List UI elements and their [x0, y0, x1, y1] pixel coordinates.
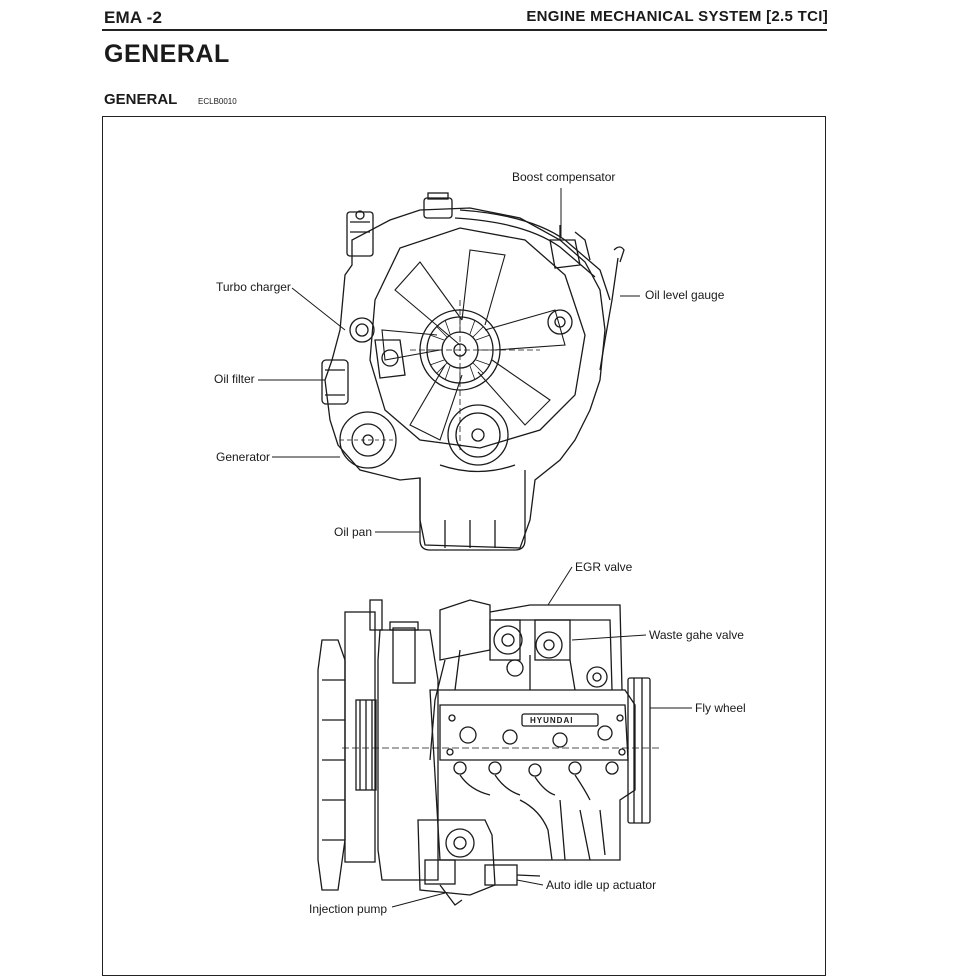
page-title: GENERAL	[104, 40, 230, 68]
section-title: GENERAL	[104, 91, 178, 108]
chapter-title: ENGINE MECHANICAL SYSTEM [2.5 TCI]	[526, 8, 828, 25]
label-injection-pump: Injection pump	[309, 902, 388, 916]
hyundai-logo-plate: HYUNDAI	[530, 716, 574, 725]
header-rule	[102, 29, 827, 31]
side-leader-lines	[391, 566, 692, 908]
engine-front-view	[321, 192, 625, 551]
label-auto-idle-up-actuator: Auto idle up actuator	[546, 878, 657, 892]
label-oil-level-gauge: Oil level gauge	[645, 288, 725, 302]
label-oil-pan: Oil pan	[334, 525, 373, 539]
front-leader-lines	[258, 188, 640, 533]
label-oil-filter: Oil filter	[214, 372, 255, 386]
label-waste-gate-valve: Waste gahe valve	[649, 628, 744, 642]
label-fly-wheel: Fly wheel	[695, 701, 746, 715]
label-egr-valve: EGR valve	[575, 560, 633, 574]
document-code: ECLB0010	[198, 97, 237, 106]
label-generator: Generator	[216, 450, 271, 464]
label-turbo-charger: Turbo charger	[216, 280, 291, 294]
engine-side-view	[317, 599, 660, 906]
section-code: EMA -2	[104, 8, 163, 27]
label-boost-compensator: Boost compensator	[512, 170, 616, 184]
